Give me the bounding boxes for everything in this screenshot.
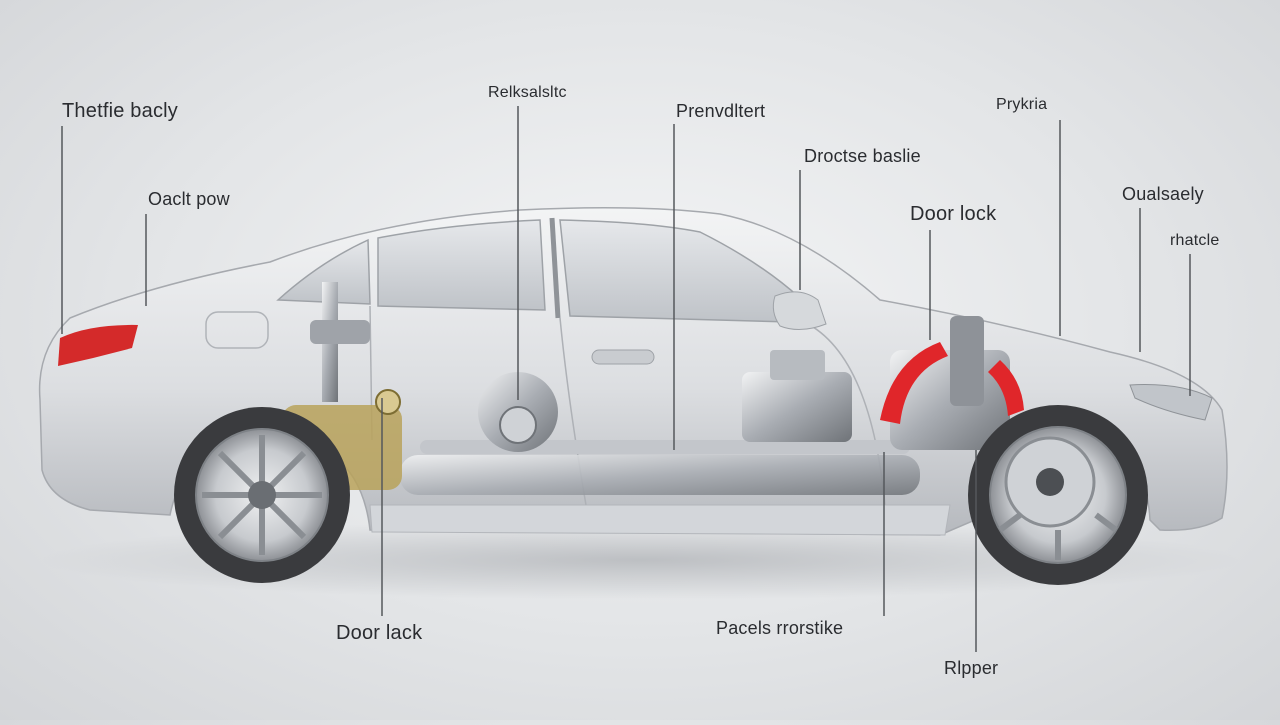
fuel-door (205, 311, 269, 349)
ground-shadow (40, 520, 1240, 600)
headlight (1129, 384, 1213, 421)
tail-light (58, 324, 138, 366)
rocker-panel (369, 504, 951, 536)
callout-mid-top: Prenvdltert (676, 101, 766, 121)
callout-right-2: rhatcle (1170, 232, 1220, 249)
door-handle (591, 349, 655, 365)
callout-far-right-top: Prykria (996, 96, 1048, 113)
b-pillar (549, 217, 561, 319)
callout-door-lock-bottom: Door lack (336, 622, 423, 644)
callout-front-top-1: Droctse baslie (804, 146, 921, 166)
rear-door-window (377, 219, 546, 311)
callout-throttle-body: Thetfie bacly (62, 100, 178, 122)
callout-bottom-right: Rlpper (944, 658, 999, 678)
callout-right-1: Oualsaely (1122, 184, 1204, 204)
callout-center-top: Relksalsltc (488, 84, 567, 101)
callout-door-lock-top: Door lock (910, 203, 997, 225)
rear-quarter-window (276, 238, 371, 305)
callout-bottom-center: Pacels rrorstike (716, 618, 844, 638)
callout-leader-lines (61, 106, 1191, 652)
drivetrain-cutaway (282, 282, 1024, 495)
callout-rear-top-left: Oaclt pow (148, 189, 230, 209)
side-mirror (772, 291, 827, 330)
rear-wheel (174, 407, 350, 583)
front-wheel (968, 405, 1148, 585)
